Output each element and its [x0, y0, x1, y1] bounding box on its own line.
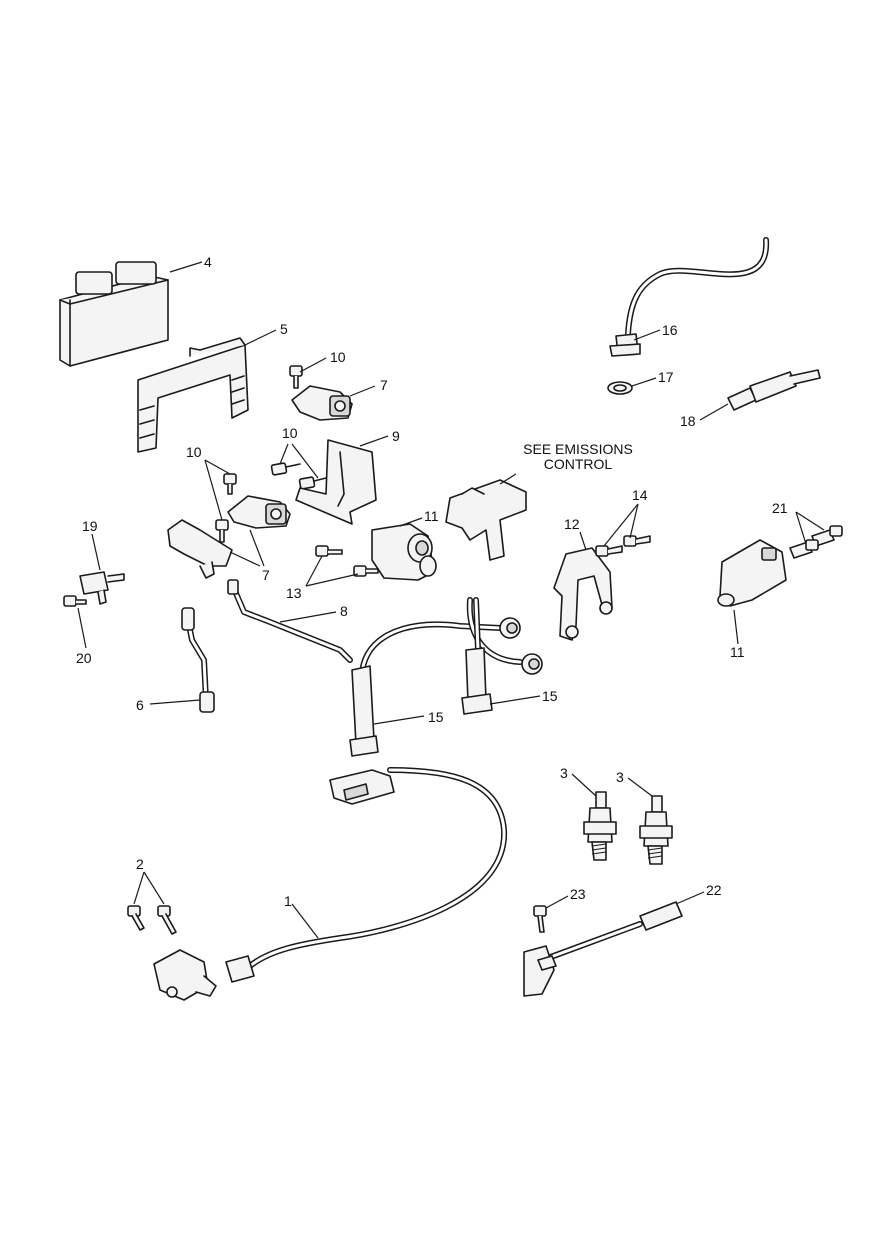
part-ignition-coil-centre — [371, 523, 437, 581]
part-plug-cap-left — [349, 665, 379, 757]
callout: 6 — [136, 697, 144, 713]
callout: 3 — [616, 769, 624, 785]
callout: 19 — [82, 518, 98, 534]
part-sensor-bracket — [295, 439, 377, 525]
part-bolt-23 — [533, 905, 547, 933]
part-hose — [227, 579, 353, 663]
part-screw-e — [215, 519, 229, 543]
part-tilt-sensor — [79, 571, 125, 605]
part-screw-20 — [63, 595, 87, 607]
part-screw-21b — [789, 539, 819, 559]
callout: 22 — [706, 882, 722, 898]
callout: 8 — [340, 603, 348, 619]
note-line-1: SEE EMISSIONS — [523, 441, 633, 457]
part-oxygen-sensor — [727, 369, 821, 411]
callout: 11 — [730, 644, 745, 660]
part-screw-14b — [623, 535, 651, 547]
callout: 10 — [282, 425, 298, 441]
callout: 21 — [772, 500, 788, 516]
callout: 18 — [680, 413, 696, 429]
part-sensor-lead — [181, 607, 215, 713]
emissions-note: SEE EMISSIONS CONTROL — [523, 441, 633, 472]
part-spark-plug-right — [639, 795, 673, 865]
part-plug-cap-boots — [499, 617, 543, 675]
part-crank-sensor-harness — [153, 767, 508, 1001]
part-screw-a — [289, 365, 303, 389]
callout: 23 — [570, 886, 586, 902]
part-bolt-2b — [157, 905, 177, 935]
part-ignition-coil-right — [717, 539, 787, 607]
callout: 15 — [542, 688, 558, 704]
part-pressure-sensor-upper — [291, 385, 353, 421]
part-temperature-sensor — [609, 237, 770, 357]
part-speed-sensor — [523, 901, 683, 997]
part-sealing-washer — [607, 381, 633, 395]
callout: 16 — [662, 322, 678, 338]
part-ecm — [59, 261, 169, 367]
callout: 13 — [286, 585, 302, 601]
part-ecm-bracket — [137, 337, 249, 453]
part-screw-21a — [811, 525, 843, 547]
callout: 9 — [392, 428, 400, 444]
callout: 20 — [76, 650, 92, 666]
part-emissions-bracket — [445, 479, 527, 561]
part-screw-14a — [595, 545, 623, 557]
callout: 15 — [428, 709, 444, 725]
part-coil-bracket — [553, 547, 613, 641]
part-screw-c — [298, 476, 327, 490]
callout: 3 — [560, 765, 568, 781]
callout: 7 — [262, 567, 270, 583]
part-pressure-sensor-middle — [227, 495, 291, 529]
callout: 7 — [380, 377, 388, 393]
note-line-2: CONTROL — [544, 456, 613, 472]
leader-lines — [77, 261, 825, 939]
callout: 10 — [186, 444, 202, 460]
callout-labels: 4 5 10 7 10 9 10 11 7 13 19 20 8 6 15 15… — [76, 254, 788, 909]
part-pressure-sensor-left — [167, 519, 233, 579]
part-spark-plug-left — [583, 791, 617, 861]
part-ht-leads — [358, 597, 523, 683]
callout: 17 — [658, 369, 674, 385]
callout: 4 — [204, 254, 212, 270]
part-screw-d — [223, 473, 237, 495]
callout: 1 — [284, 893, 292, 909]
part-screw-13a — [315, 545, 343, 557]
part-plug-cap-right — [461, 647, 493, 715]
part-bolt-2a — [127, 905, 145, 931]
part-screw-13b — [353, 565, 379, 577]
callout: 10 — [330, 349, 346, 365]
callout: 11 — [424, 508, 439, 524]
callout: 5 — [280, 321, 288, 337]
part-screw-b — [270, 462, 301, 476]
callout: 12 — [564, 516, 580, 532]
callout: 14 — [632, 487, 648, 503]
callout: 2 — [136, 856, 144, 872]
